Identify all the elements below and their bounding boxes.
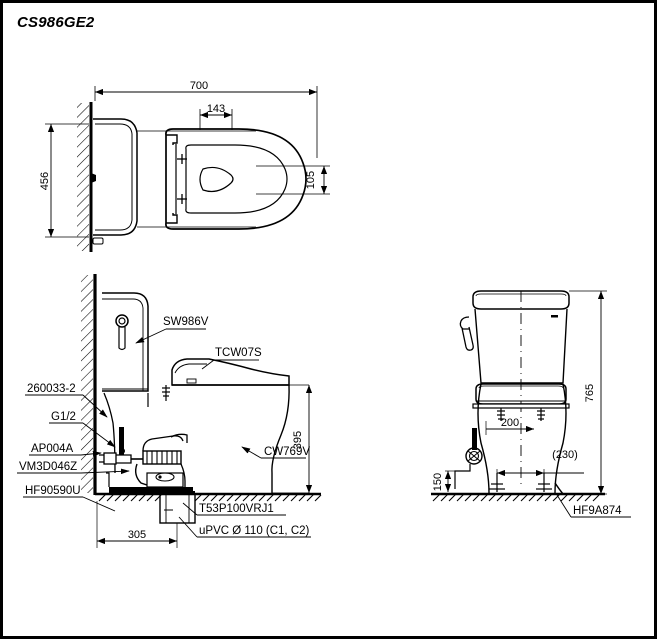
callout-vm3d046z-label: VM3D046Z [19,461,77,473]
dim-765: 765 [569,290,607,495]
callout-upvc-label: uPVC Ø 110 (C1, C2) [199,525,310,537]
callout-hf9a874-label: HF9A874 [573,505,622,517]
dim-395-label: 395 [292,431,304,449]
floor-hatch-front [431,492,605,502]
bowl-seat-plan [137,128,307,230]
dim-395: 395 [292,385,313,493]
callout-t53p100vrj1: T53P100VRJ1 [182,502,286,516]
callout-hf90590u: HF90590U [23,485,116,512]
page-title: CS986GE2 [17,14,95,31]
dim-230: (230) [496,449,584,479]
callout-260033-2: 260033-2 [25,383,108,418]
seat-bolts-front [497,408,545,421]
callout-g12-label: G1/2 [51,411,76,423]
washlet-seat-side [162,358,290,401]
floor-bolts-front [489,473,552,492]
callout-tcw07s: TCW07S [201,347,262,370]
bowl-side-profile [271,384,309,494]
technical-drawing-canvas: 700 143 456 105 [17,80,631,548]
seat-front [472,383,570,409]
dim-305: 305 [96,501,178,548]
wall-hatch-top [77,102,93,252]
callout-sw986v-label: SW986V [163,316,209,328]
callout-ap004a: AP004A [29,443,102,457]
front-elevation-view: 765 200 150 (230) [431,290,631,518]
dim-105: 105 [256,165,330,195]
callout-ap004a-label: AP004A [31,443,74,455]
cistern-side [102,292,149,474]
dim-700: 700 [94,80,318,158]
side-section-view: 395 305 SW986V TCW07S [17,274,322,548]
top-plan-view: 700 143 456 105 [39,80,330,252]
callout-sw986v: SW986V [135,316,209,344]
callout-hf90590u-label: HF90590U [25,485,81,497]
pedestal-front [477,383,567,495]
callout-260033-2-label: 260033-2 [27,383,76,395]
dim-305-label: 305 [128,529,146,541]
cistern-front [459,290,570,384]
plumbing-detail-side [99,427,193,494]
dim-150-label: 150 [432,473,444,491]
dim-143-label: 143 [207,103,225,115]
supply-valve-front [454,428,483,489]
dim-700-label: 700 [190,80,208,92]
callout-upvc: uPVC Ø 110 (C1, C2) [178,516,311,538]
callout-t53p100vrj1-label: T53P100VRJ1 [199,503,274,515]
cistern-plan [91,118,138,245]
dim-105-label: 105 [305,171,317,189]
dim-143: 143 [199,103,233,130]
callout-vm3d046z: VM3D046Z [17,461,130,475]
dim-150: 150 [432,470,455,492]
dim-200-label: 200 [501,417,519,429]
floor-hatch-side [95,492,322,502]
dim-456-label: 456 [39,172,51,190]
dim-456: 456 [39,123,89,238]
callout-hf9a874: HF9A874 [556,494,631,518]
callout-g12: G1/2 [49,411,116,448]
drain-pipe-side [159,491,196,524]
dim-765-label: 765 [584,384,596,402]
callout-tcw07s-label: TCW07S [215,347,262,359]
dim-200: 200 [485,417,534,435]
wall-hatch-side [81,274,97,495]
callout-cw769v: CW769V [241,446,310,459]
dim-230-label: (230) [552,449,578,461]
callout-cw769v-label: CW769V [264,446,310,458]
